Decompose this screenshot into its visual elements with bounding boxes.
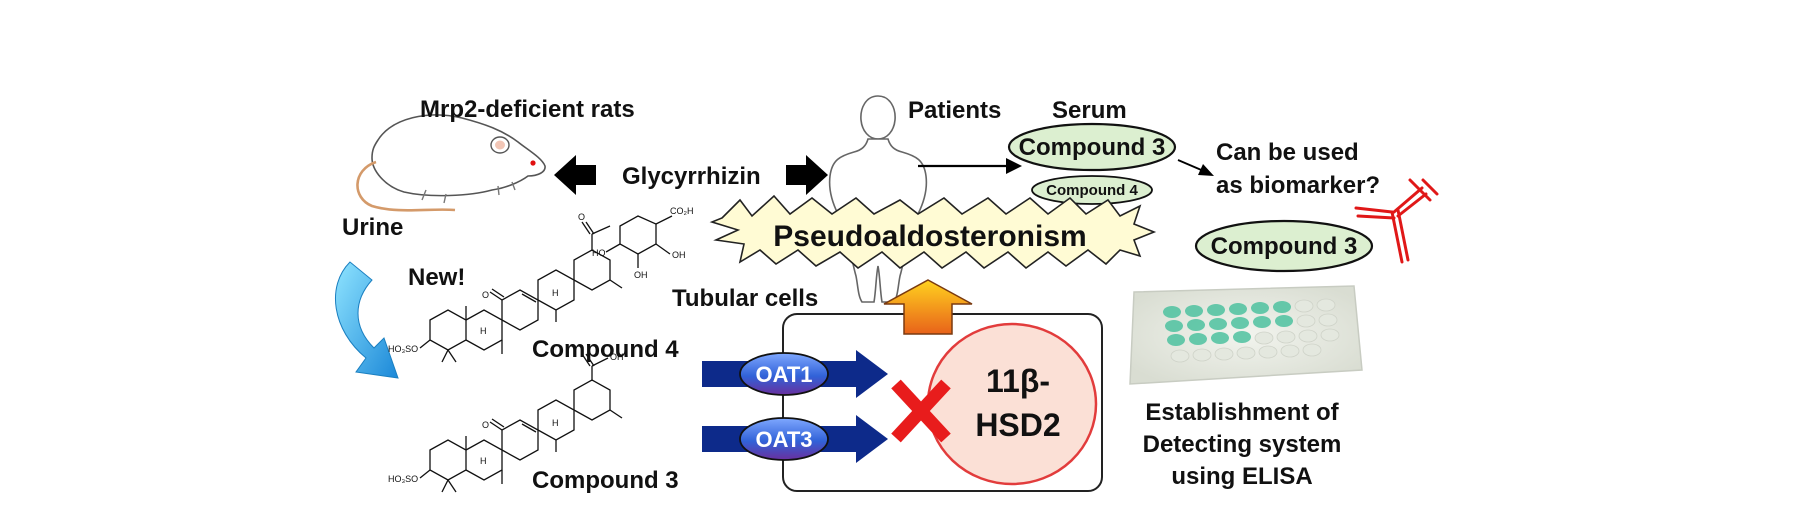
tubular-cells-label: Tubular cells (672, 285, 818, 312)
patient-to-serum-arrow (1006, 158, 1022, 174)
biomarker-line2: as biomarker? (1216, 172, 1380, 199)
elisa-label-line3: using ELISA (1171, 463, 1312, 490)
compound4-ester-o-text: O (578, 212, 585, 222)
compound4-h2-text: H (552, 288, 559, 298)
compound3-so3-text: HO₃SO (388, 474, 418, 484)
compound3-elisa-label: Compound 3 (1211, 233, 1358, 260)
elisa-plate-image (1129, 285, 1363, 385)
compound4-structure (419, 215, 673, 363)
rat-label: Mrp2-deficient rats (420, 96, 635, 123)
curved-blue-arrow (334, 261, 399, 379)
compound4-h1-text: H (480, 326, 487, 336)
compound4-oh1-text: OH (672, 250, 686, 260)
patient-silhouette (828, 95, 928, 303)
compound4-co2h-text: CO₂H (670, 206, 694, 216)
compound3-oh-text: OH (610, 352, 624, 362)
compound3-serum-label: Compound 3 (1019, 134, 1166, 161)
elisa-label-line2: Detecting system (1143, 431, 1342, 458)
rat-illustration (356, 114, 546, 212)
biomarker-line1: Can be used (1216, 139, 1359, 166)
compound4-so3-text: HO₃SO (388, 344, 418, 354)
compound3-h2-text: H (552, 418, 559, 428)
compound4-ho-text: HO (592, 248, 606, 258)
right-black-arrow (786, 155, 828, 195)
urine-label: Urine (342, 214, 403, 241)
pseudoaldosteronism-burst (709, 194, 1157, 270)
hsd2-label-line2: HSD2 (975, 407, 1060, 443)
left-black-arrow (554, 155, 596, 195)
compound4-oh2-text: OH (634, 270, 648, 280)
oat1-transporter (739, 352, 829, 396)
compound3-ketone-text: O (482, 420, 489, 430)
pseudoaldosteronism-label: Pseudoaldosteronism (773, 220, 1086, 253)
new-label: New! (408, 264, 465, 291)
antibody-icon (1354, 178, 1439, 264)
compound3-structure (419, 353, 623, 493)
hsd2-enzyme (926, 322, 1098, 486)
compound4-serum-label: Compound 4 (1046, 182, 1138, 199)
oat3-transporter (739, 417, 829, 461)
serum-label: Serum (1052, 97, 1127, 124)
patients-label: Patients (908, 97, 1001, 124)
compound3-elisa-ellipse (1194, 219, 1374, 273)
compound3-serum-ellipse (1007, 122, 1177, 172)
upward-arrow (883, 279, 973, 335)
compound4-serum-ellipse (1031, 175, 1153, 205)
compound3-h1-text: H (480, 456, 487, 466)
elisa-label-line1: Establishment of (1145, 399, 1339, 426)
glycyrrhizin-label: Glycyrrhizin (622, 163, 761, 190)
oat3-label: OAT3 (755, 427, 812, 452)
serum-to-biomarker-arrow (1198, 164, 1214, 176)
oat1-label: OAT1 (755, 362, 812, 387)
hsd2-label-line1: 11β- (986, 363, 1050, 399)
compound4-ketone-text: O (482, 290, 489, 300)
compound3-structure-label: Compound 3 (532, 467, 679, 494)
inhibition-cross-icon (891, 379, 951, 443)
